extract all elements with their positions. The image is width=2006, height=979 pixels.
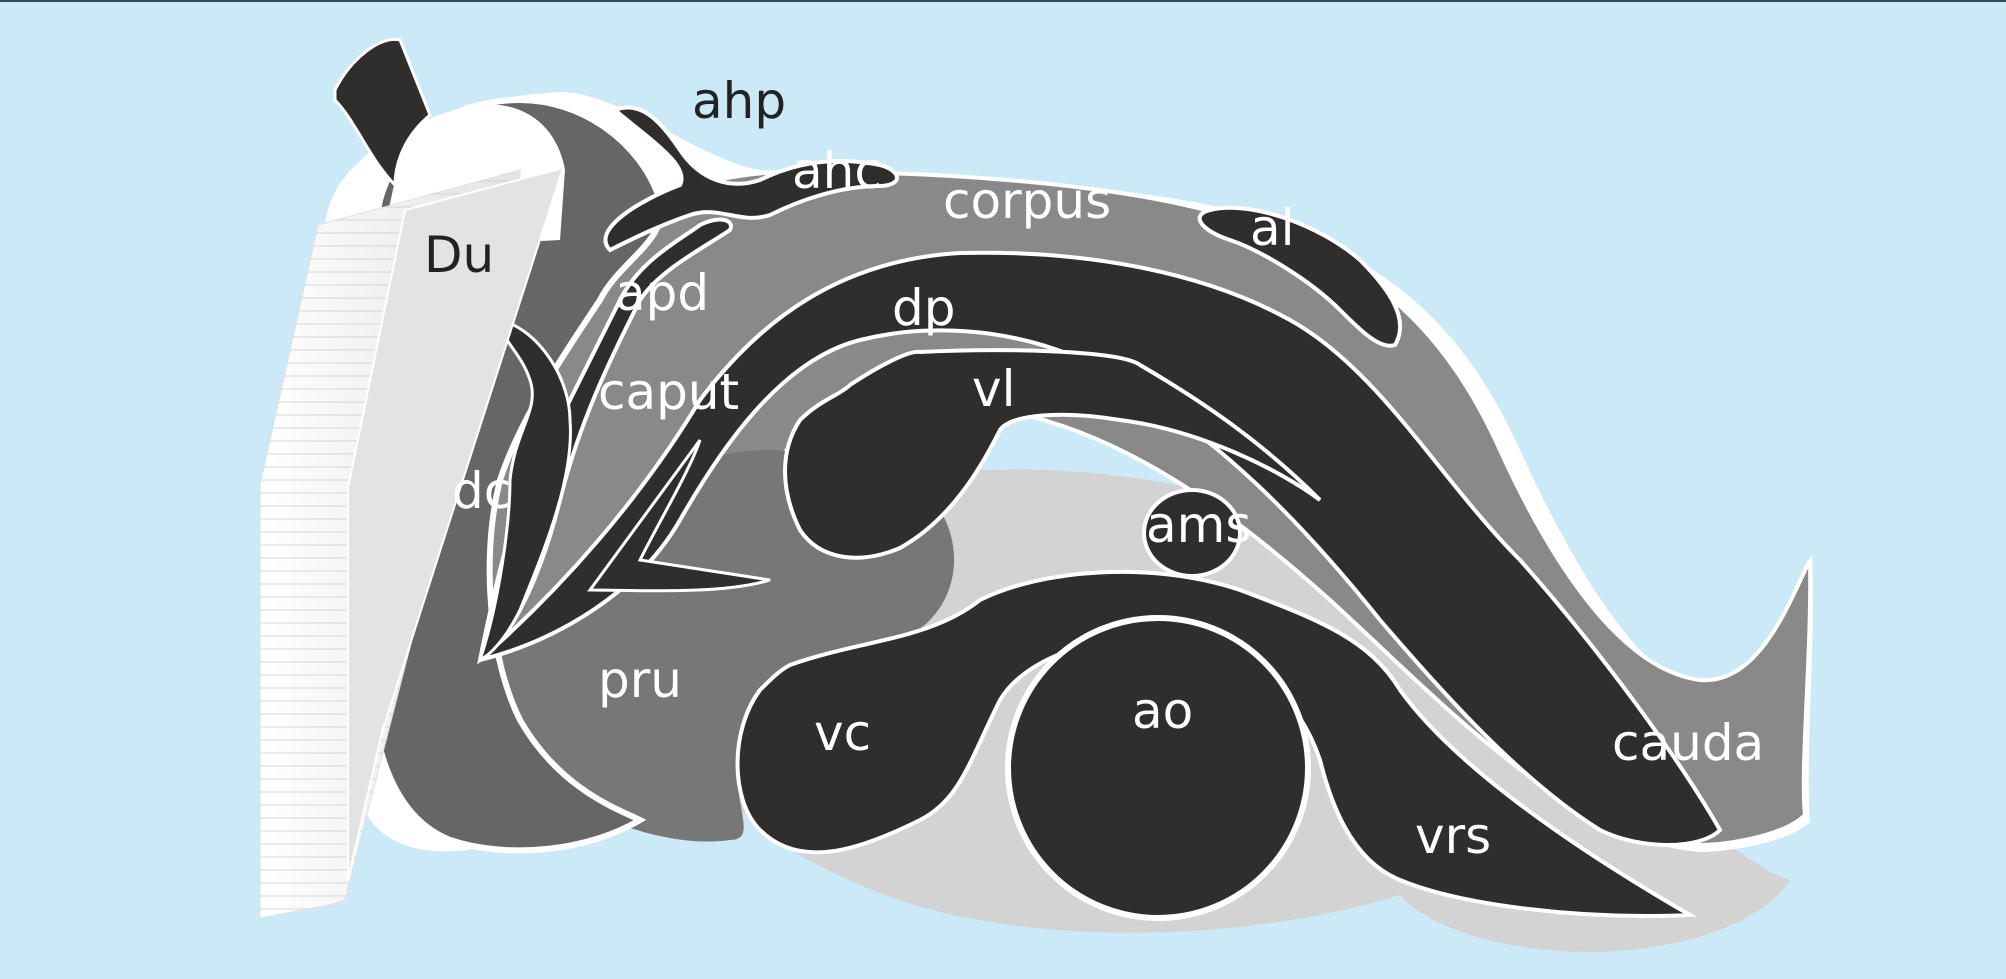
label-cauda: cauda [1612,714,1764,772]
label-apd: apd [615,264,709,322]
label-ahp: ahp [692,72,786,130]
label-ams: ams [1146,496,1251,554]
vc-structure [735,569,1697,918]
long-dark-duct [478,250,1723,847]
label-vl: vl [972,360,1015,418]
label-caput: caput [598,363,739,421]
label-dp: dp [892,279,955,337]
label-du: Du [424,226,494,284]
ductus-tube [333,37,432,189]
al-structure [1197,205,1402,348]
ahp-ahc-structure [603,105,899,253]
ams-circle [1142,488,1242,578]
label-ahc: ahc [792,142,882,200]
label-vrs: vrs [1415,807,1491,865]
label-al: al [1250,199,1295,257]
label-ao: ao [1132,682,1193,740]
du-front-sheet [347,166,565,881]
label-pru: pru [598,651,682,709]
label-corpus: corpus [943,172,1111,230]
ao-circle [1005,615,1311,921]
vl-structure [783,348,1322,560]
pru-sliver [587,439,771,593]
label-vc: vc [814,704,871,762]
label-dc: dc [452,462,511,520]
